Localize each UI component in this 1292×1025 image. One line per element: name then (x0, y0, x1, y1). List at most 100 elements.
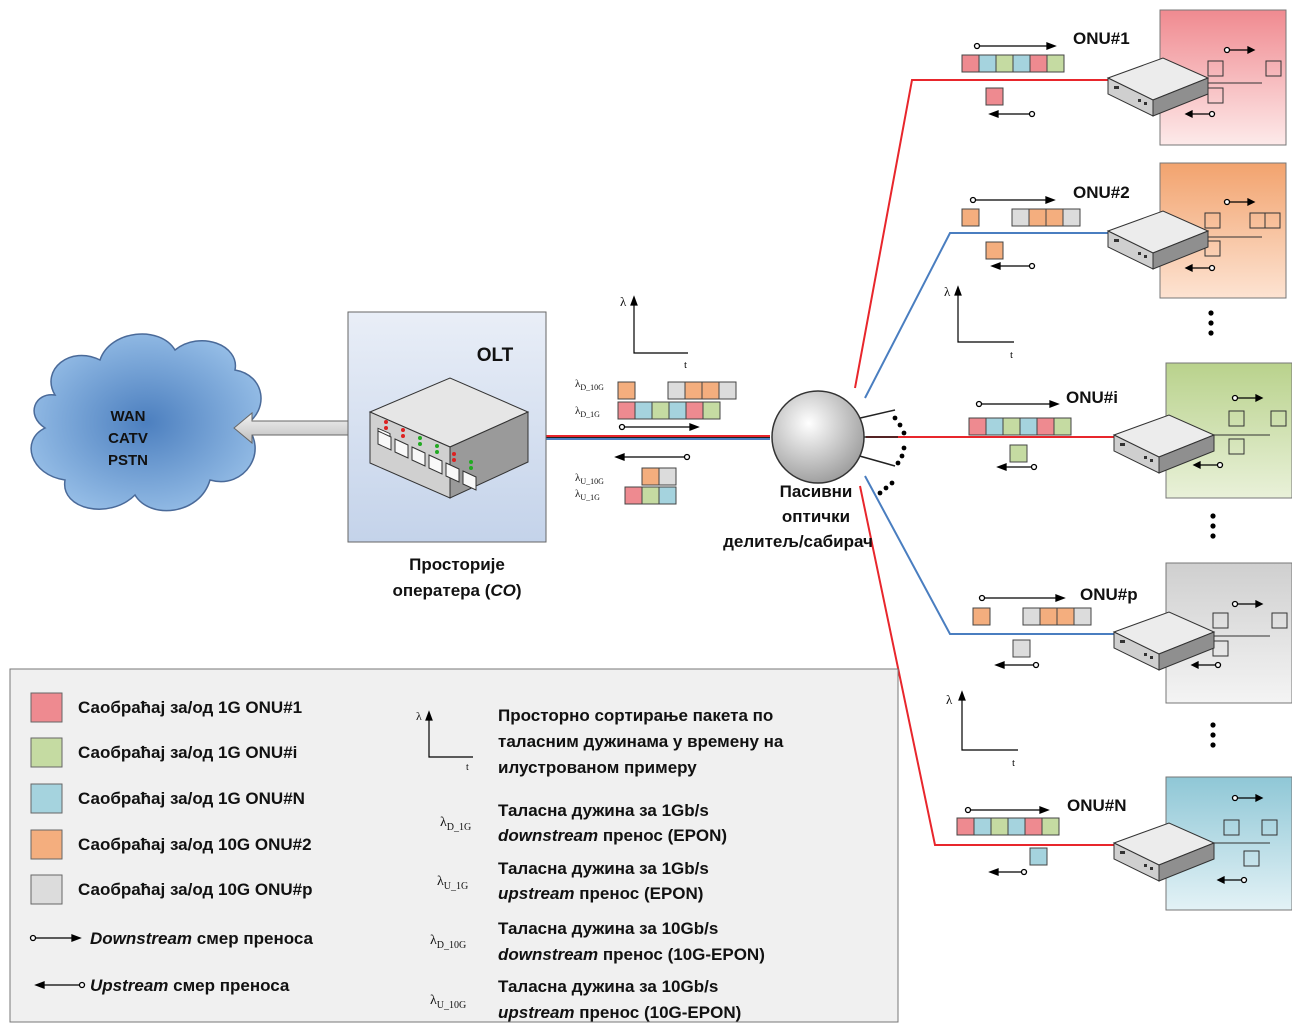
legend-wl4-sym: λU_10G (430, 993, 466, 1011)
legend-direction-arrows (29, 934, 86, 989)
legend-swatches (30, 692, 63, 905)
axis-t-right-bottom: t (1012, 757, 1015, 769)
legend-wl3-line1: Таласна дужина за 10Gb/s (498, 919, 718, 938)
legend-wl2-line1: Таласна дужина за 1Gb/s (498, 859, 709, 878)
olt-label-d1: λD_1G (575, 405, 600, 419)
olt-label-d10: λD_10G (575, 378, 604, 392)
splitter-label-1: Пасивни (780, 482, 853, 501)
packet-onu1_up-0 (985, 87, 1004, 106)
onuN-label: ONU#N (1067, 796, 1127, 815)
axes-right-bottom (958, 690, 1018, 751)
splitter (771, 390, 907, 496)
legend-wl1-line1: Таласна дужина за 1Gb/s (498, 801, 709, 820)
co-caption-1: Просторије (409, 555, 505, 574)
packet-onui_down-4 (1036, 417, 1055, 436)
packet-olt_d1-4 (685, 401, 704, 420)
packet-onu2_down-2 (1011, 208, 1030, 227)
legend-downstream: Downstream смер преноса (90, 929, 314, 948)
legend-box (9, 668, 899, 1023)
legend-swatch-3 (30, 783, 63, 814)
packet-olt_d10-5 (718, 381, 737, 400)
fiber-lines (545, 79, 1116, 846)
packet-onu2_down-5 (1062, 208, 1081, 227)
packet-onu1_down-4 (1029, 54, 1048, 73)
olt-label-u1: λU_1G (575, 488, 600, 502)
packet-olt_u1-1 (641, 486, 660, 505)
axes-olt (630, 295, 688, 354)
legend-wl2-sym: λU_1G (437, 874, 468, 892)
packet-olt_u1-2 (658, 486, 677, 505)
packet-onu2_down-0 (961, 208, 980, 227)
splitter-label-3: делитељ/сабирач (723, 532, 873, 551)
onu1-label: ONU#1 (1073, 29, 1130, 48)
packet-onuN_down-0 (956, 817, 975, 836)
legend-swatch-2 (30, 737, 63, 768)
packet-onuN_up-0 (1029, 847, 1048, 866)
packet-onu1_down-2 (995, 54, 1014, 73)
packet-onu1_down-3 (1012, 54, 1031, 73)
packet-onup_down-0 (972, 607, 991, 626)
packet-onui_down-2 (1002, 417, 1021, 436)
cloud-catv: CATV (108, 430, 148, 447)
legend-wl3-line2: downstream пренос (10G-EPON) (498, 945, 765, 964)
packet-olt_d1-1 (634, 401, 653, 420)
cloud-wan: WAN (111, 408, 146, 425)
onu2-label: ONU#2 (1073, 183, 1130, 202)
cloud-pstn: PSTN (108, 452, 148, 469)
legend-axes (425, 710, 473, 758)
packet-onuN_down-5 (1041, 817, 1060, 836)
packet-onuN_down-4 (1024, 817, 1043, 836)
direction-arrows (614, 42, 1264, 885)
legend-wl4-line2: upstream пренос (10G-EPON) (498, 1003, 741, 1022)
packet-onup_down-2 (1022, 607, 1041, 626)
packet-onup_up-0 (1012, 639, 1031, 658)
legend-wl3-sym: λD_10G (430, 933, 466, 951)
packet-onu2_down-4 (1045, 208, 1064, 227)
packet-onup_down-3 (1039, 607, 1058, 626)
legend-swatch-5 (30, 874, 63, 905)
olt-label-u10: λU_10G (575, 472, 604, 486)
packet-onui_down-0 (968, 417, 987, 436)
legend-upstream: Upstream смер преноса (90, 976, 290, 995)
onup-label: ONU#p (1080, 585, 1138, 604)
legend-swatch-1 (30, 692, 63, 723)
legend-item-3: Саобраћај за/од 1G ONU#N (78, 789, 305, 808)
packet-olt_u10-1 (658, 467, 677, 486)
axis-lambda-right-bottom: λ (946, 692, 953, 707)
packet-onui_up-0 (1009, 444, 1028, 463)
olt-device (368, 377, 530, 499)
axes-right-top (954, 285, 1014, 343)
legend-sorting-1: Просторно сортирање пакета по (498, 706, 773, 725)
onu-devices (1106, 57, 1216, 882)
packet-onu2_up-0 (985, 241, 1004, 260)
packet-onui_down-1 (985, 417, 1004, 436)
legend-item-2: Саобраћај за/од 1G ONU#i (78, 743, 297, 762)
packet-onup_down-4 (1056, 607, 1075, 626)
legend-wl1-sym: λD_1G (440, 815, 471, 833)
packet-onu1_down-0 (961, 54, 980, 73)
legend-axis-lambda: λ (416, 709, 422, 723)
packet-olt_d10-0 (617, 381, 636, 400)
co-caption-2: оператера (CO) (392, 581, 521, 600)
packet-onui_down-5 (1053, 417, 1072, 436)
packet-olt_d1-3 (668, 401, 687, 420)
packet-olt_u10-0 (641, 467, 660, 486)
packet-olt_d1-2 (651, 401, 670, 420)
wan-cloud (30, 333, 262, 512)
legend-sorting-2: таласним дужинама у времену на (498, 732, 784, 751)
packet-olt_d10-2 (667, 381, 686, 400)
packet-onu1_down-1 (978, 54, 997, 73)
packet-olt_d10-3 (684, 381, 703, 400)
packet-onuN_down-3 (1007, 817, 1026, 836)
olt-title: OLT (477, 345, 514, 366)
legend-wl2-line2: upstream пренос (EPON) (498, 884, 703, 903)
legend-sorting-3: илустрованом примеру (498, 758, 697, 777)
packet-olt_d1-5 (702, 401, 721, 420)
legend-item-1: Саобраћај за/од 1G ONU#1 (78, 698, 302, 717)
legend-item-5: Саобраћај за/од 10G ONU#p (78, 880, 313, 899)
packet-onu1_down-5 (1046, 54, 1065, 73)
legend-wl1-line2: downstream пренос (EPON) (498, 826, 727, 845)
packet-olt_d1-0 (617, 401, 636, 420)
axis-t-olt: t (684, 359, 687, 371)
packet-onup_down-5 (1073, 607, 1092, 626)
